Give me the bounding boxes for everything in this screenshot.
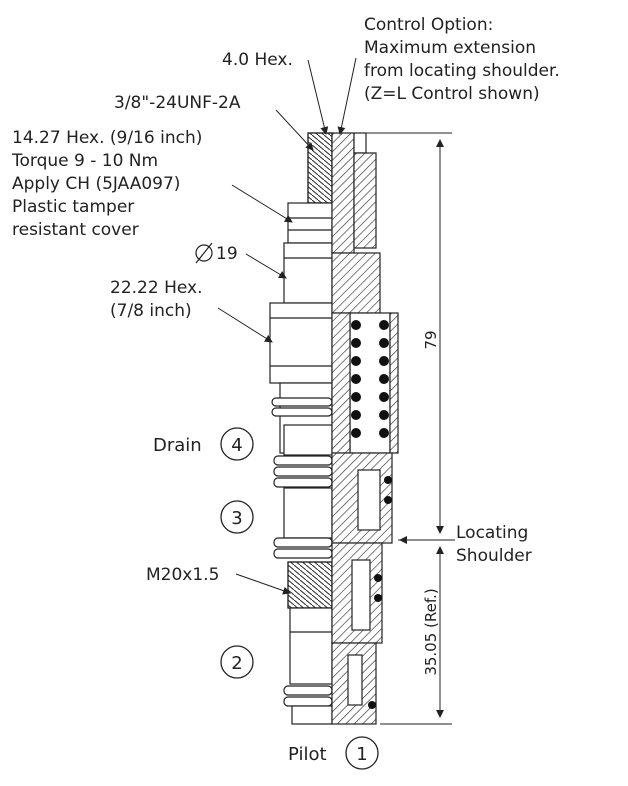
svg-text:Locating: Locating — [456, 523, 528, 543]
adjuster-stem — [331, 132, 355, 254]
diameter-symbol-icon — [195, 244, 213, 262]
spring-housing — [331, 252, 381, 314]
dimension-ref-length: 35.05 (Ref.) — [422, 588, 440, 675]
port-drain: Drain 4 — [153, 427, 254, 461]
top-thread-stem — [307, 132, 333, 204]
seal-ring-8 — [283, 685, 333, 696]
svg-text:14.27 Hex. (9/16 inch): 14.27 Hex. (9/16 inch) — [12, 128, 202, 148]
seal-ring-2 — [271, 407, 333, 417]
callout-control-option: Control Option: Maximum extension from l… — [364, 15, 560, 104]
nut-section — [353, 152, 377, 249]
seal-ring-9 — [283, 696, 333, 707]
hex-body-large — [269, 302, 333, 384]
port-2: 2 — [220, 645, 254, 679]
hex-nut-small — [287, 202, 333, 244]
svg-text:resistant cover: resistant cover — [12, 220, 139, 240]
svg-text:Pilot: Pilot — [288, 744, 327, 765]
svg-text:(7/8 inch): (7/8 inch) — [110, 301, 192, 321]
seal-ring-3 — [273, 455, 333, 466]
seal-ring-5 — [273, 477, 333, 488]
svg-text:Apply CH (5JAA097): Apply CH (5JAA097) — [12, 174, 180, 194]
callout-diameter: 19 — [195, 242, 238, 264]
svg-text:Shoulder: Shoulder — [456, 546, 532, 566]
m20-thread — [287, 561, 333, 609]
svg-text:19: 19 — [216, 244, 238, 264]
svg-text:3: 3 — [231, 508, 242, 529]
seal-ring-6 — [273, 537, 333, 548]
svg-text:1: 1 — [356, 744, 367, 765]
callout-hex-14: 14.27 Hex. (9/16 inch) Torque 9 - 10 Nm … — [11, 128, 202, 240]
port-pilot: Pilot 1 — [288, 736, 379, 770]
svg-text:Maximum extension: Maximum extension — [364, 38, 536, 58]
callout-hex-4: 4.0 Hex. — [222, 50, 293, 70]
callout-m20: M20x1.5 — [146, 565, 219, 585]
section-view — [331, 132, 399, 725]
svg-text:22.22 Hex.: 22.22 Hex. — [110, 278, 202, 298]
svg-text:Drain: Drain — [153, 435, 202, 456]
dimension-lines — [360, 132, 455, 725]
svg-text:Plastic tamper: Plastic tamper — [12, 197, 134, 217]
svg-text:from locating shoulder.: from locating shoulder. — [364, 61, 560, 81]
collar-19 — [283, 242, 333, 304]
seal-ring-1 — [271, 397, 333, 407]
svg-text:Control Option:: Control Option: — [364, 15, 493, 35]
exterior-view — [269, 132, 333, 725]
body-lower — [289, 607, 333, 685]
leader-lines — [217, 57, 357, 595]
dimension-total-length: 79 — [422, 330, 440, 349]
locating-shoulder-label: Locating Shoulder — [456, 523, 532, 566]
svg-text:4: 4 — [231, 435, 242, 456]
callout-hex-22: 22.22 Hex. (7/8 inch) — [110, 278, 202, 321]
port-3: 3 — [220, 500, 254, 534]
spring-coils — [351, 320, 392, 709]
svg-text:2: 2 — [231, 653, 242, 674]
seal-ring-7 — [273, 548, 333, 559]
callout-thread: 3/8"-24UNF-2A — [114, 93, 241, 113]
seal-ring-4 — [273, 466, 333, 477]
svg-text:Torque 9 - 10 Nm: Torque 9 - 10 Nm — [11, 151, 158, 171]
svg-text:(Z=L Control shown): (Z=L Control shown) — [364, 84, 540, 104]
